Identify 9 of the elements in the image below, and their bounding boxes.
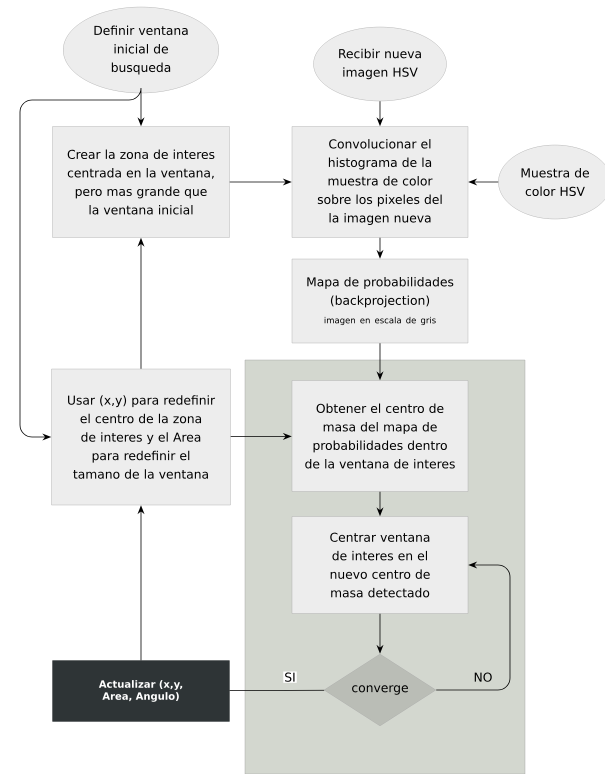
process-box: Usar (x,y) para redefinir el centro de la zona de interes y el Area para redefinir el tamano de la ventana	[51, 368, 231, 506]
edge-label: NO	[472, 672, 494, 683]
process-box: Mapa de probabilidades (backprojection) imagen en escala de gris	[292, 258, 468, 344]
process-box: Centrar ventana de interes en el nuevo centro de masa detectado	[292, 516, 468, 614]
process-box: Obtener el centro de masa del mapa de probabilidades dentro de la ventana de interes	[292, 380, 468, 492]
output-box: Actualizar (x,y, Area, Angulo)	[52, 660, 230, 722]
process-box: Convolucionar el histograma de la muestra de color sobre los pixeles del la imagen nueva	[292, 126, 468, 238]
process-box: Crear la zona de interes centrada en la ventana, pero mas grande que la ventana inicial	[52, 126, 230, 238]
edge-label: SI	[283, 672, 297, 683]
